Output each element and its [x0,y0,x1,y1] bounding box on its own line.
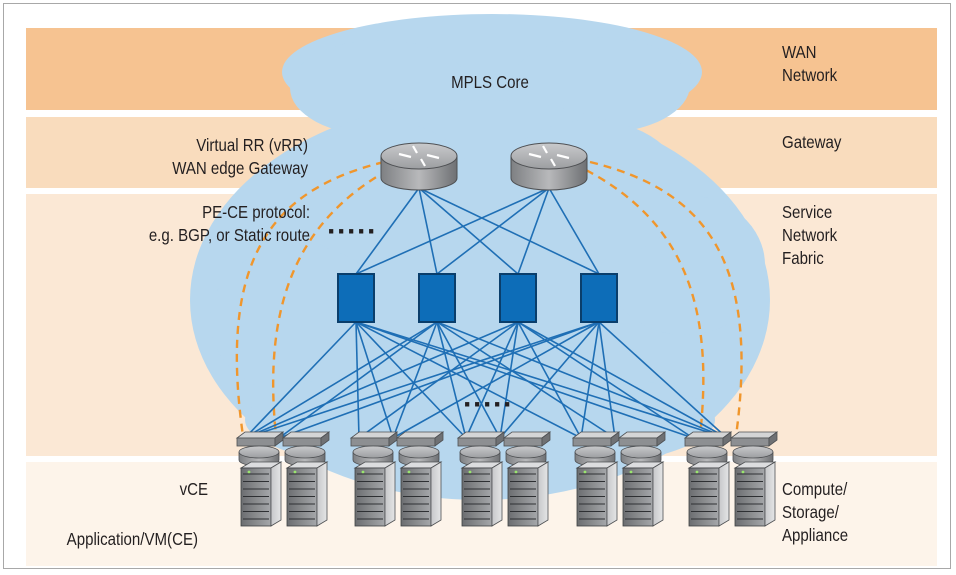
router-icon [380,142,458,191]
server-rack-icon [617,431,667,527]
server-rack-icon [729,431,779,527]
switch-rack-link [517,321,728,439]
pe-ce-label-line-1: PE-CE protocol: [202,202,310,222]
switch-rack-link [392,321,438,439]
switch-icon [337,273,375,323]
switch-rack-link [436,321,501,439]
router-switch-link [418,187,519,275]
switch-rack-link [436,321,728,439]
pe-ce-label: PE-CE protocol: e.g. BGP, or Static rout… [69,201,310,247]
server-rack-icon [683,431,733,527]
server-rack-icon [349,431,399,527]
diagram-frame [3,3,951,569]
vrr-label: Virtual RR (vRR) WAN edge Gateway [129,134,308,180]
server-rack-icon [281,431,331,527]
pe-ce-label-line-2: e.g. BGP, or Static route [148,225,310,245]
label-line: WAN [782,42,817,62]
switch-rack-link [436,321,616,439]
vrr-label-line-2: WAN edge Gateway [172,158,308,178]
switch-icon [499,273,537,323]
switch-rack-link [355,321,694,439]
server-rack-icon [395,431,445,527]
server-rack-icon [571,431,621,527]
label-line: Fabric [782,248,824,268]
switch-rack-link [499,321,600,439]
fabric-switches [337,273,618,323]
gateway-layer-label: Gateway [782,132,842,152]
router-switch-link [355,187,550,275]
switch-rack-link [598,321,728,439]
label-line: Appliance [782,525,849,545]
server-rack-icon [502,431,552,527]
router-switch-link [418,187,600,275]
switch-rack-link [244,321,600,439]
gateway-routers [380,142,588,191]
server-rack-icon [235,431,285,527]
router-switch-link [436,187,550,275]
switch-rack-link [244,321,438,439]
switch-rack-link [598,321,616,439]
label-line: Compute/ [782,479,848,499]
switch-rack-link [465,321,519,439]
switch-rack-link [355,321,467,439]
app-vm-label: Application/VM(CE) [66,529,198,549]
router-icon [510,142,588,191]
vrr-label-line-1: Virtual RR (vRR) [196,135,308,155]
compute-racks [235,431,779,527]
label-line: Storage/ [782,502,839,522]
fabric-links [244,187,728,439]
switch-rack-link [244,321,519,439]
wan-network-layer-label: WAN Network [782,41,911,87]
pe-ce-sessions [235,160,743,437]
router-switch-link [418,187,438,275]
switch-icon [580,273,618,323]
router-switch-link [355,187,420,275]
switch-rack-link [278,321,600,439]
switch-rack-link [499,321,519,439]
router-switch-link [548,187,600,275]
switch-rack-link [244,321,357,439]
switch-rack-link [580,321,600,439]
label-line: Network [782,225,838,245]
rack-ellipsis: ····· [463,388,513,421]
switch-rack-link [436,321,467,439]
vce-label: vCE [179,479,208,499]
switch-icon [418,273,456,323]
label-line: Service [782,202,833,222]
mpls-core-label: MPLS Core [451,72,529,92]
server-rack-icon [456,431,506,527]
compute-layer-label: Compute/Storage/Appliance [782,478,911,547]
switch-rack-link [392,321,600,439]
label-line: Network [782,65,838,85]
router-switch-link [517,187,550,275]
fabric-ellipsis: ····· [327,215,377,248]
